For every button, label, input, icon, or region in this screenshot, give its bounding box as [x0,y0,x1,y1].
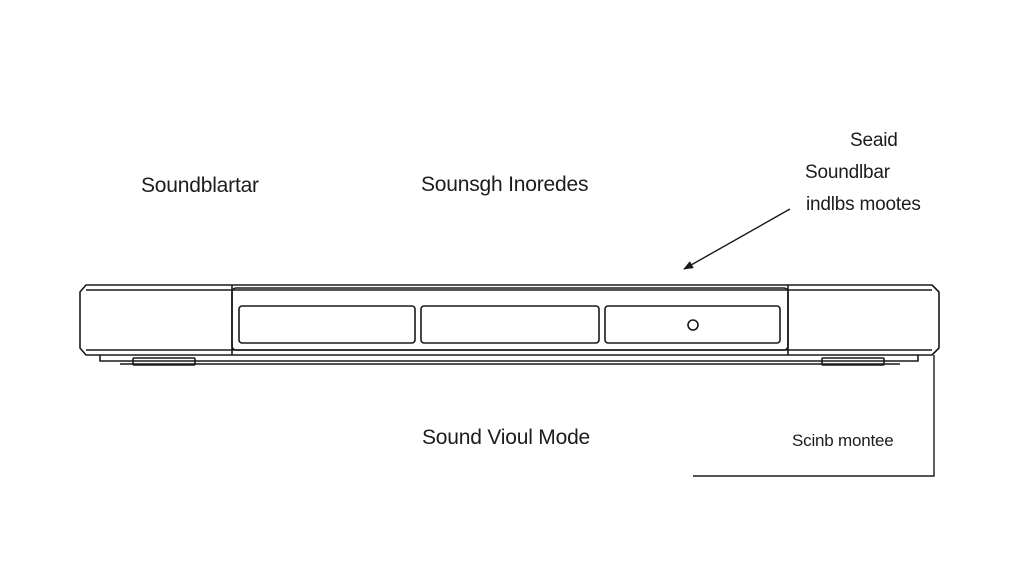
soundbar [79,284,940,366]
label-bottom-right: Scinb montee [792,431,894,450]
label-top-left: Soundblartar [141,174,259,197]
left-foot [132,357,196,366]
soundbar-body-outline [79,284,940,356]
label-bottom-center: Sound Vioul Mode [422,426,591,449]
indicator-light-icon [687,319,699,331]
soundbar-base-strip [99,355,919,362]
grille-panel-center [420,305,600,344]
grille-panel-left [238,305,416,344]
right-foot [821,357,885,366]
label-top-center: Sounsgh Inoredes [421,173,589,196]
callout-arrow [683,208,791,270]
label-top-right-line1: Seaid [850,130,898,151]
front-panel-frame [231,287,789,351]
label-top-right-line3: indlbs mootes [806,194,921,215]
label-top-right-line2: Soundlbar [805,162,890,183]
grille-panel-right [604,305,781,344]
callout-leader-line [693,355,935,477]
